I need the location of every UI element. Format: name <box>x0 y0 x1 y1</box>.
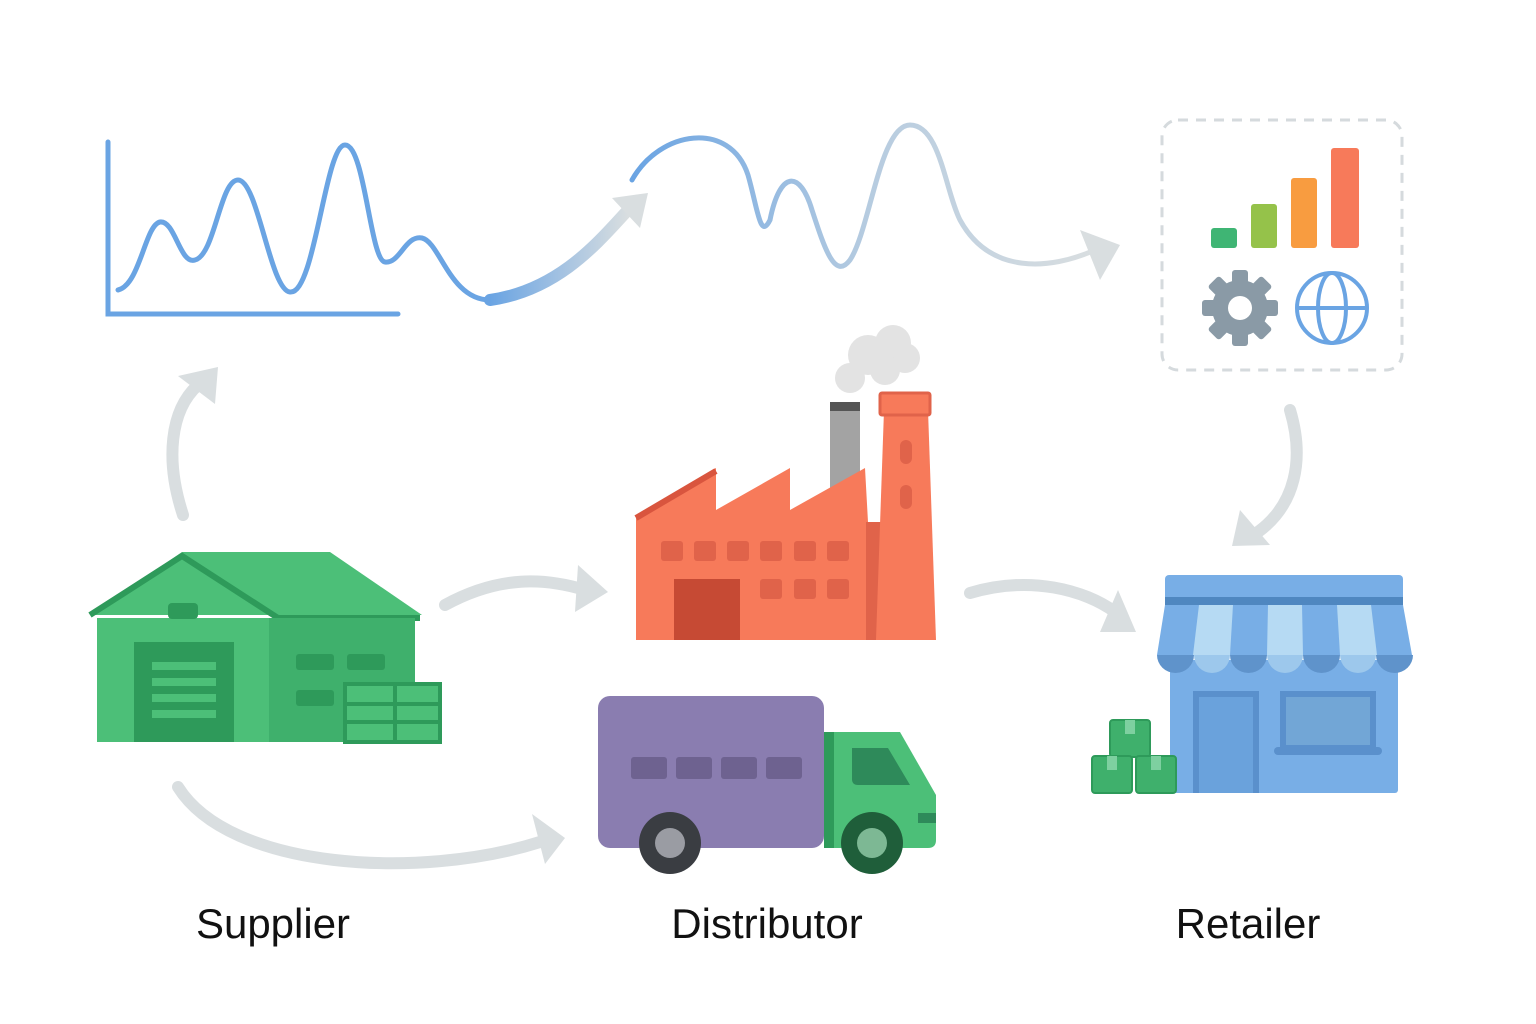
retail-store-icon <box>1091 575 1413 794</box>
warehouse-icon <box>88 552 442 744</box>
factory-icon <box>634 325 936 640</box>
distributor-label: Distributor <box>671 900 863 947</box>
cloud-icon <box>835 325 920 393</box>
flow-arrow-icon <box>964 579 1136 632</box>
flow-arrow-icon <box>172 781 565 870</box>
delivery-truck-icon <box>598 696 936 874</box>
flow-arrow-icon <box>1232 404 1303 546</box>
retailer-label: Retailer <box>1175 900 1321 947</box>
analytics-dashboard-icon <box>1160 118 1404 372</box>
supplier-label: Supplier <box>195 900 351 947</box>
boxes-icon <box>1091 719 1177 794</box>
flow-arrow-icon <box>439 565 608 612</box>
flow-arrow-icon <box>484 193 648 306</box>
demand-chart-icon <box>105 139 493 317</box>
demand-wave-icon <box>629 122 1120 280</box>
globe-icon <box>1295 271 1369 345</box>
flow-arrow-icon <box>166 367 218 521</box>
gear-icon <box>1202 270 1278 346</box>
